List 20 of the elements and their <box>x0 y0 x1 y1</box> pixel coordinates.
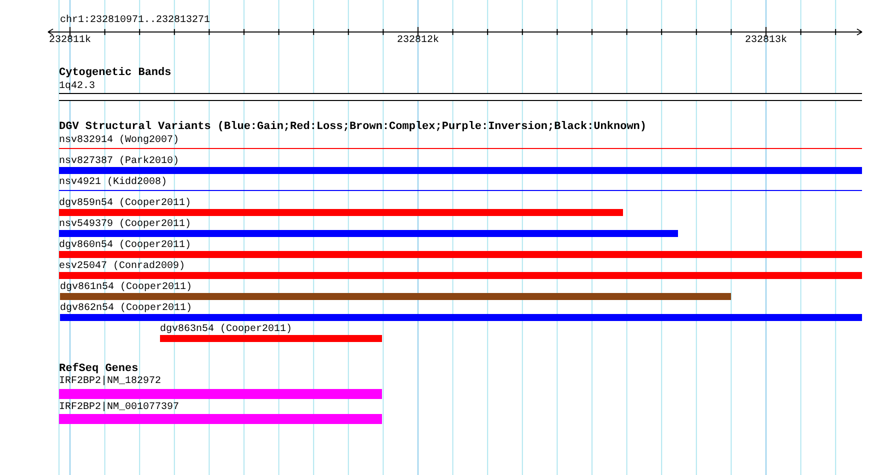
variant-label: nsv832914 (Wong2007) <box>59 135 180 146</box>
band-label: 1q42.3 <box>59 81 96 92</box>
variant-label: nsv549379 (Cooper2011) <box>59 219 192 230</box>
tick-label: 232811k <box>49 35 91 46</box>
variant-label: dgv862n54 (Cooper2011) <box>60 303 192 314</box>
variant-label: nsv4921 (Kidd2008) <box>59 177 168 188</box>
gene-label: IRF2BP2|NM_182972 <box>59 376 162 387</box>
track-title: RefSeq Genes <box>59 364 138 375</box>
variant-label: dgv861n54 (Cooper2011) <box>60 282 192 293</box>
variant-label: nsv827387 (Park2010) <box>59 156 180 167</box>
variant-label: dgv863n54 (Cooper2011) <box>160 324 292 335</box>
coord-label: chr1:232810971..232813271 <box>60 15 210 26</box>
gene-label: IRF2BP2|NM_001077397 <box>59 402 180 413</box>
tick-label: 232813k <box>745 35 787 46</box>
tick-label: 232812k <box>397 35 439 46</box>
variant-label: dgv859n54 (Cooper2011) <box>59 198 192 209</box>
variant-label: esv25047 (Conrad2009) <box>59 261 186 272</box>
track-title: DGV Structural Variants (Blue:Gain;Red:Loss;Brown:Complex;Purple:Inversion;Black:Unknown) <box>59 122 646 133</box>
variant-label: dgv860n54 (Cooper2011) <box>59 240 192 251</box>
track-title: Cytogenetic Bands <box>59 68 172 79</box>
